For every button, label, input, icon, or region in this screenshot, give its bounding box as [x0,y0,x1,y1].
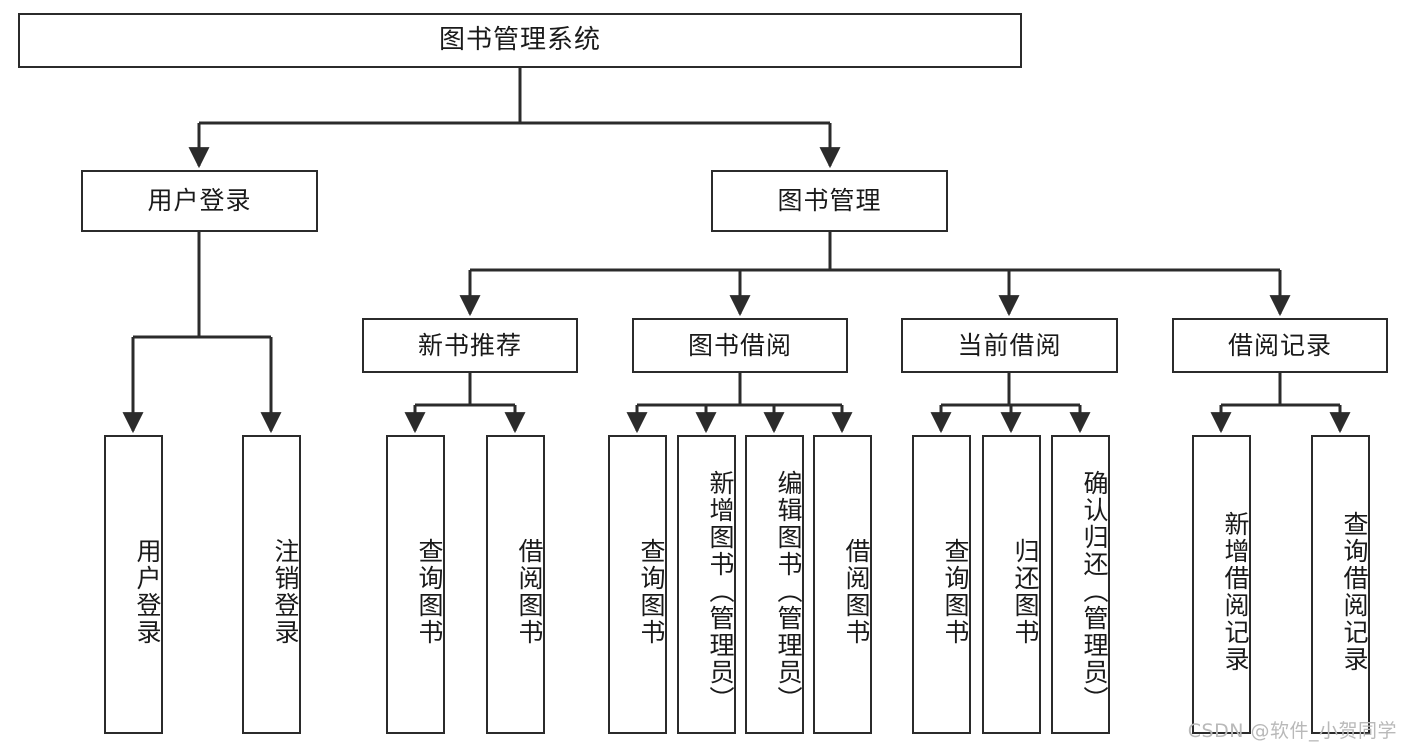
node-root[interactable]: 图书管理系统 [18,13,1022,68]
leaf-edit-book-admin[interactable]: 编辑图书（管理员） [745,435,804,734]
leaf-query-book-borrow[interactable]: 查询图书 [608,435,667,734]
leaf-borrow-book[interactable]: 借阅图书 [813,435,872,734]
watermark-text: CSDN @软件_小贺同学 [1187,720,1397,742]
node-user-login[interactable]: 用户登录 [81,170,318,232]
leaf-query-book-recommend[interactable]: 查询图书 [386,435,445,734]
node-book-management[interactable]: 图书管理 [711,170,948,232]
node-new-book-recommend[interactable]: 新书推荐 [362,318,578,373]
node-book-borrow[interactable]: 图书借阅 [632,318,848,373]
leaf-user-login[interactable]: 用户登录 [104,435,163,734]
leaf-borrow-book-recommend[interactable]: 借阅图书 [486,435,545,734]
leaf-confirm-return-admin[interactable]: 确认归还（管理员） [1051,435,1110,734]
leaf-return-book[interactable]: 归还图书 [982,435,1041,734]
node-borrow-record[interactable]: 借阅记录 [1172,318,1388,373]
leaf-query-borrow-record[interactable]: 查询借阅记录 [1311,435,1370,734]
leaf-logout-login[interactable]: 注销登录 [242,435,301,734]
leaf-add-borrow-record[interactable]: 新增借阅记录 [1192,435,1251,734]
leaf-add-book-admin[interactable]: 新增图书（管理员） [677,435,736,734]
node-current-borrow[interactable]: 当前借阅 [901,318,1118,373]
leaf-query-book-current[interactable]: 查询图书 [912,435,971,734]
